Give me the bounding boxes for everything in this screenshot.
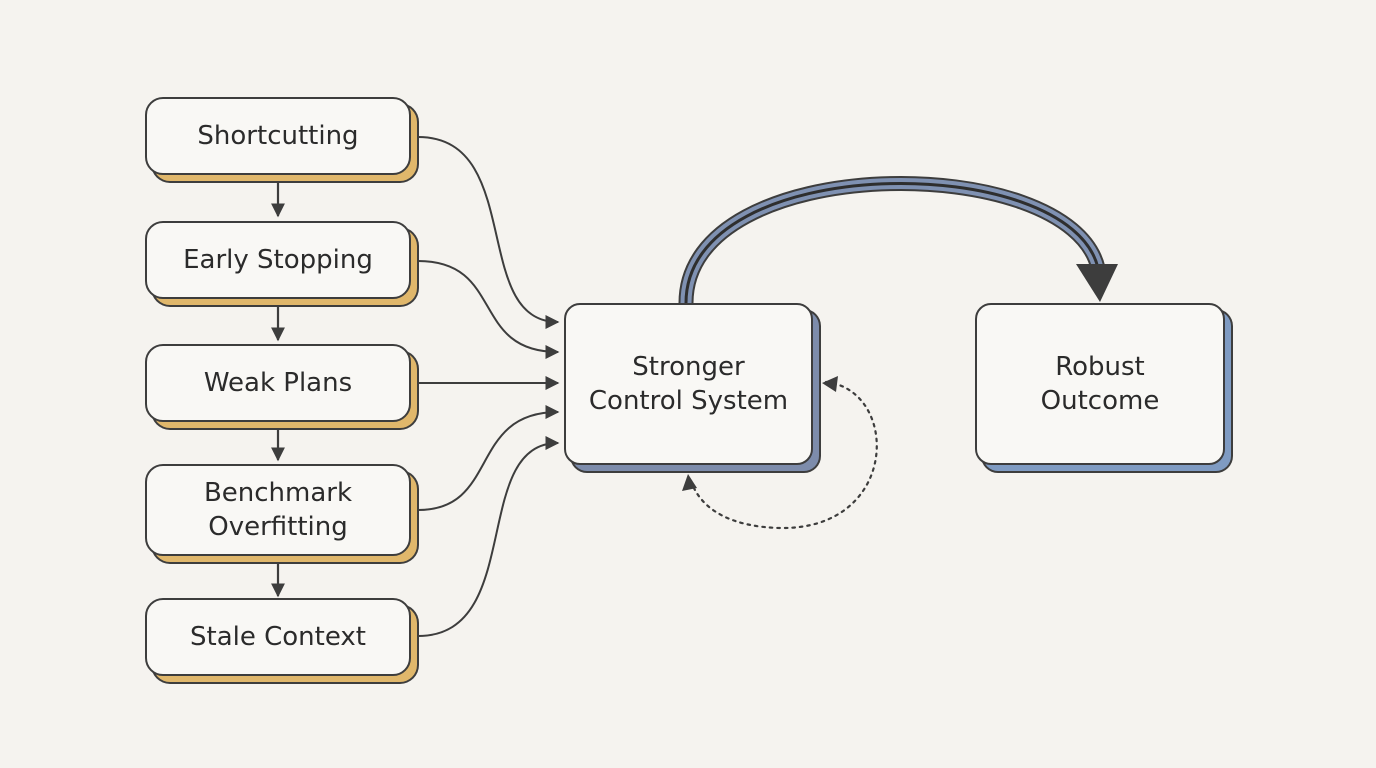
feedback-loop-arrow bbox=[688, 380, 878, 530]
node-robust-outcome: Robust Outcome bbox=[975, 303, 1225, 465]
feedback-loop-head-bottom bbox=[682, 474, 697, 491]
edge-early-stopping-to-control bbox=[417, 260, 560, 359]
big-arrow-line bbox=[684, 181, 1100, 305]
edge-stale-context-to-control bbox=[417, 436, 560, 637]
node-shortcutting: Shortcutting bbox=[145, 97, 411, 175]
edge-benchmark-to-control bbox=[417, 405, 560, 511]
node-control-system: Stronger Control System bbox=[564, 303, 813, 465]
big-arrow-band bbox=[678, 175, 1106, 311]
node-benchmark-overfitting: Benchmark Overfitting bbox=[145, 464, 411, 556]
node-stale-context: Stale Context bbox=[145, 598, 411, 676]
feedback-loop-head-right bbox=[822, 376, 838, 392]
edge-shortcutting-to-control bbox=[417, 136, 560, 329]
node-weak-plans: Weak Plans bbox=[145, 344, 411, 422]
node-early-stopping: Early Stopping bbox=[145, 221, 411, 299]
big-arrow-head bbox=[1076, 264, 1118, 302]
